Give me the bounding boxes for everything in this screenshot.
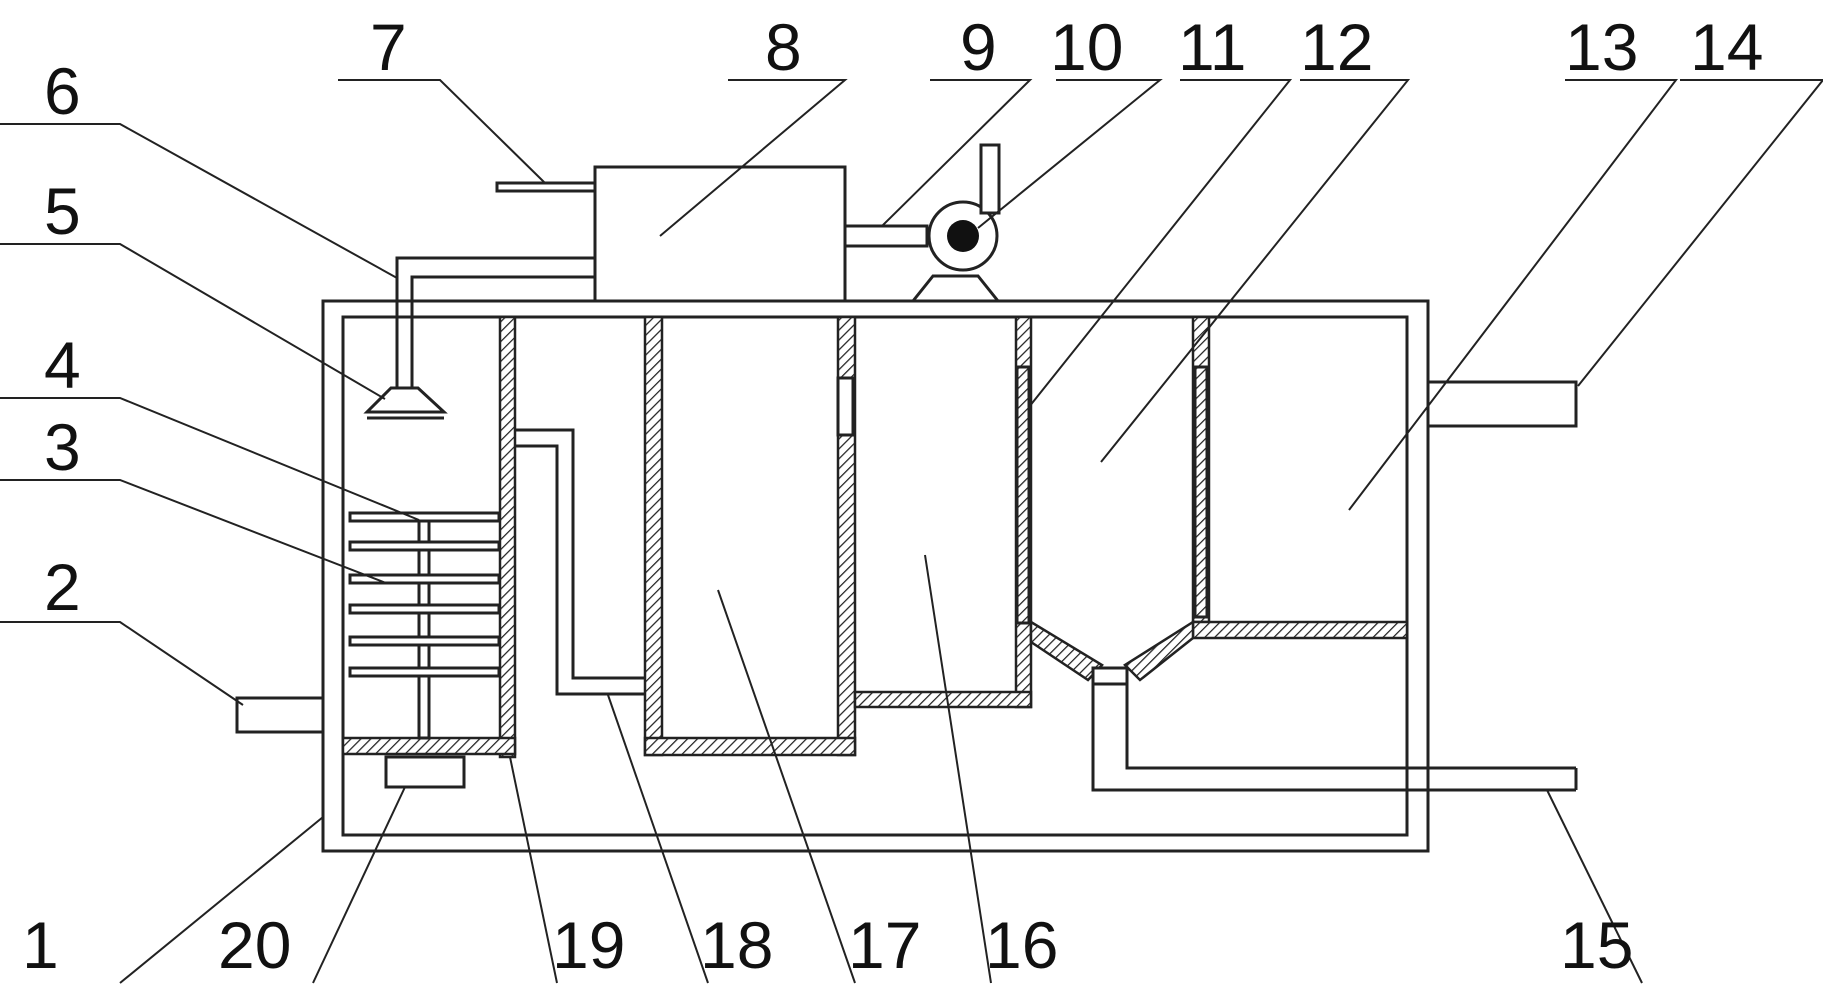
label-11: 11 — [1178, 10, 1247, 84]
tank-body — [321, 299, 1430, 853]
spray-head — [363, 386, 448, 420]
label-5: 5 — [44, 174, 81, 248]
label-10: 10 — [1050, 10, 1123, 84]
label-1: 1 — [22, 908, 59, 982]
feed-pipe — [495, 181, 597, 193]
mixing-chamber — [341, 315, 517, 759]
dosing-box — [593, 165, 847, 303]
part-number-labels: 1 2 3 4 5 6 7 8 9 10 11 12 13 14 15 16 1… — [22, 10, 1763, 982]
label-7: 7 — [370, 10, 407, 84]
label-14: 14 — [1690, 10, 1763, 84]
inlet-pipe — [235, 696, 325, 734]
motor — [384, 755, 466, 789]
outlet-pipe — [1426, 380, 1578, 428]
filter-layer — [1015, 365, 1031, 625]
label-15: 15 — [1560, 908, 1633, 982]
label-17: 17 — [848, 908, 921, 982]
stirrer-paddles — [348, 511, 501, 678]
label-6: 6 — [44, 54, 81, 128]
connecting-pipe — [843, 224, 929, 248]
siphon-tube — [515, 428, 645, 696]
leader-lines — [0, 79, 1823, 984]
spray-pipe — [395, 256, 595, 388]
label-8: 8 — [765, 10, 802, 84]
label-13: 13 — [1565, 10, 1638, 84]
label-19: 19 — [552, 908, 625, 982]
label-9: 9 — [960, 10, 997, 84]
label-20: 20 — [218, 908, 291, 982]
reaction-tank — [853, 315, 1033, 709]
label-18: 18 — [700, 908, 773, 982]
label-3: 3 — [44, 410, 81, 484]
label-12: 12 — [1300, 10, 1373, 84]
label-2: 2 — [44, 550, 81, 624]
pump — [909, 143, 1002, 303]
discharge-pipe — [1091, 684, 1578, 792]
label-4: 4 — [44, 328, 81, 402]
settling-tank — [643, 315, 857, 757]
label-16: 16 — [985, 908, 1058, 982]
sludge-hopper — [1029, 619, 1195, 686]
